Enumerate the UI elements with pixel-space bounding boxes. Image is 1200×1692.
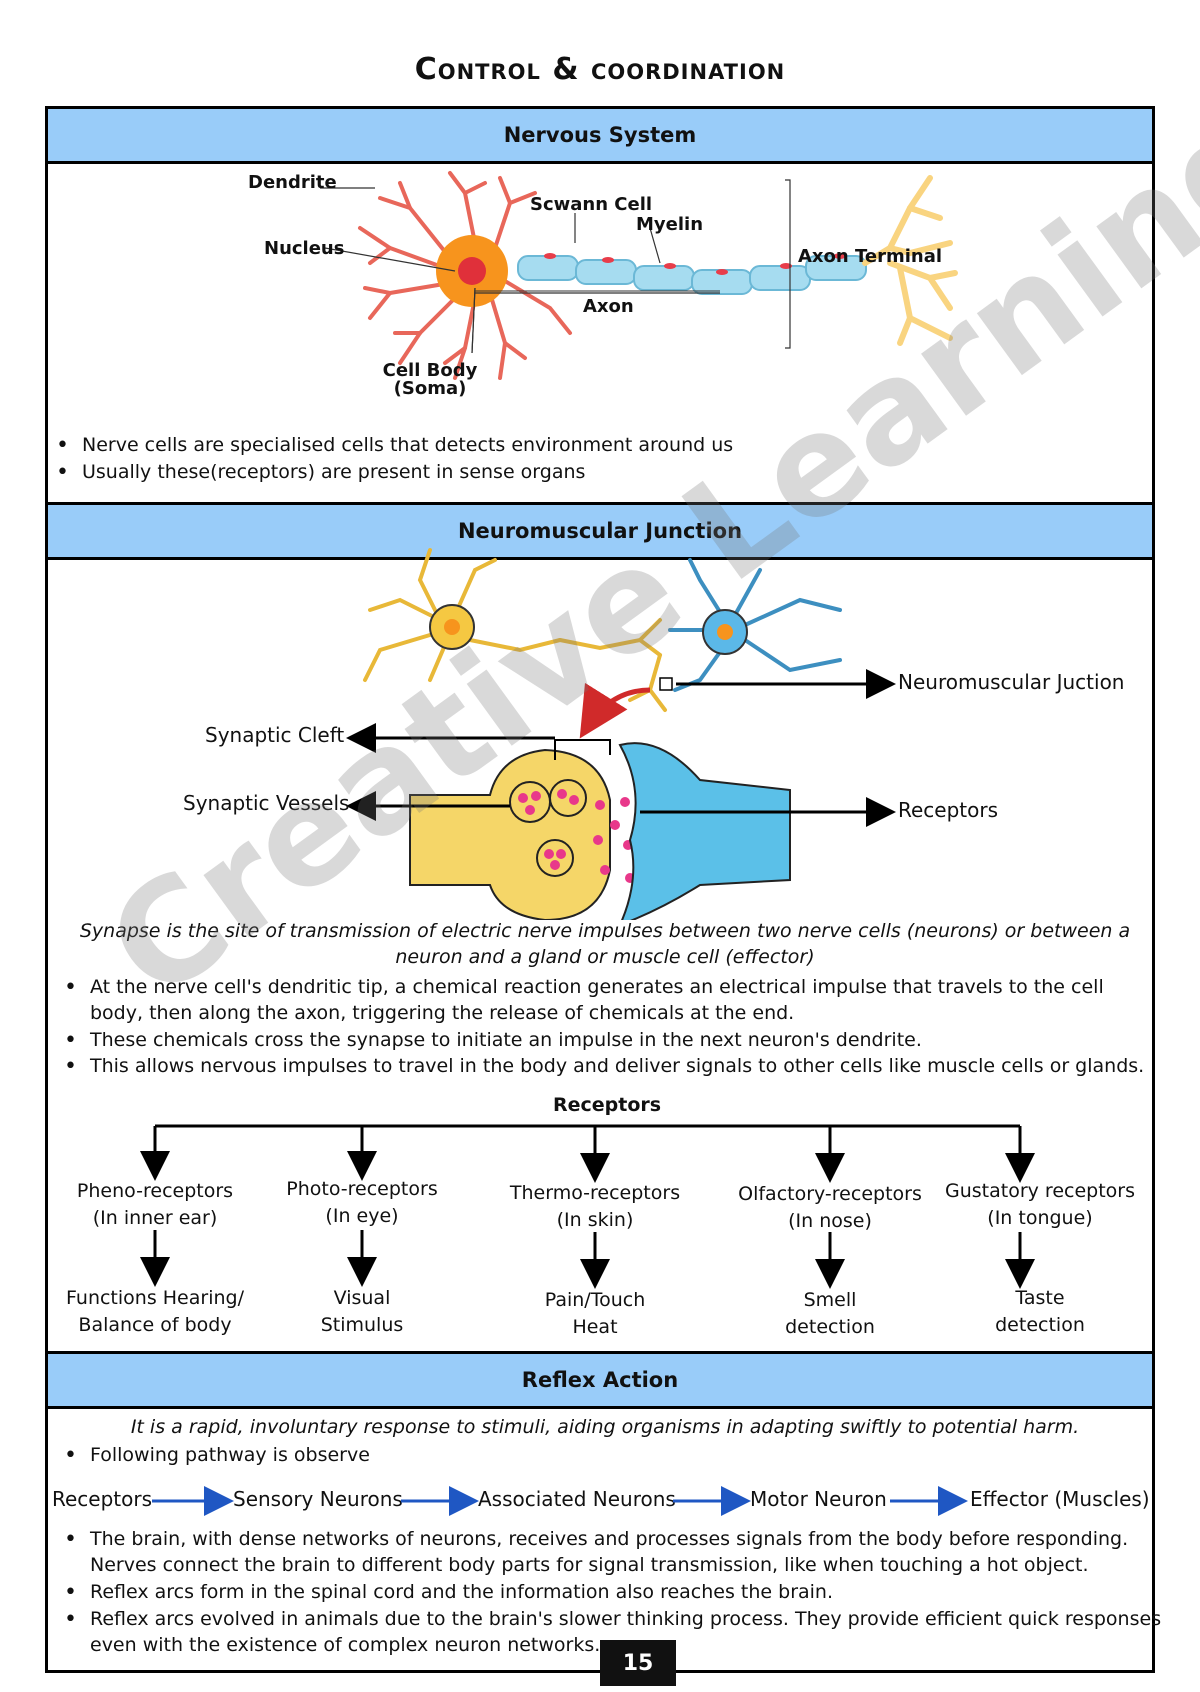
label-axon: Axon [583,296,634,317]
reflex-bullet-1: The brain, with dense networks of neuron… [64,1526,1128,1553]
pathway-effector: Effector (Muscles) [970,1487,1150,1511]
page-title: Control & coordination [414,52,786,87]
reflex-bullet-3: Reflex arcs evolved in animals due to th… [64,1606,1161,1633]
label-nucleus: Nucleus [264,238,345,259]
nmj-bullet-1-cont: body, then along the axon, triggering th… [90,1002,795,1024]
reflex-header: Reflex Action [45,1351,1155,1409]
receptor-pheno-location: (In inner ear) [92,1207,218,1229]
pathway-sensory-neurons: Sensory Neurons [233,1487,403,1511]
reflex-header-text: Reflex Action [521,1368,679,1392]
reflex-bullet-1-cont: Nerves connect the brain to different bo… [90,1554,1089,1576]
receptor-gustatory-function-2: detection [995,1314,1085,1336]
receptor-photo-function-2: Stimulus [320,1314,404,1336]
pathway-associated-neurons: Associated Neurons [478,1487,676,1511]
pathway-arrows [152,1486,968,1516]
synapse-definition-line2: neuron and a gland or muscle cell (effec… [395,946,815,968]
receptor-gustatory-function-1: Taste [1015,1287,1065,1309]
label-synaptic-vessels: Synaptic Vessels [183,791,350,815]
receptor-photo-location: (In eye) [325,1205,399,1227]
nmj-bullet-1: At the nerve cell's dendritic tip, a che… [64,974,1104,1001]
nmj-header-text: Neuromuscular Junction [457,519,743,543]
receptors-chart-title: Receptors [553,1094,662,1116]
receptor-pheno-function-1: Functions Hearing/ [66,1287,244,1309]
receptor-olfactory-function-2: detection [785,1316,875,1338]
pathway-receptors: Receptors [52,1487,153,1511]
receptor-olfactory-name: Olfactory-receptors [738,1183,922,1205]
receptor-pheno-name: Pheno-receptors [76,1180,234,1202]
label-neuromuscular-junction: Neuromuscular Juction [898,670,1125,694]
label-soma: (Soma) [393,378,467,399]
receptor-thermo-function-1: Pain/Touch [544,1289,646,1311]
label-synaptic-cleft: Synaptic Cleft [205,723,345,747]
pathway-motor-neuron: Motor Neuron [750,1487,887,1511]
yellow-neuron [363,548,667,712]
nervous-system-header: Nervous System [45,106,1155,164]
receptor-gustatory-name: Gustatory receptors [945,1180,1135,1202]
label-receptors: Receptors [898,798,999,822]
receptor-olfactory-function-1: Smell [803,1289,857,1311]
nmj-bullet-2: These chemicals cross the synapse to ini… [64,1027,922,1054]
reflex-definition: It is a rapid, involuntary response to s… [130,1416,1080,1438]
synapse-definition-line1: Synapse is the site of transmission of e… [79,920,1131,942]
nervous-system-header-text: Nervous System [503,123,697,147]
nucleus-shape [458,257,486,285]
neuron-diagram [320,171,958,380]
neuromuscular-diagram [346,548,896,920]
page-number: 15 [600,1640,676,1686]
receptors-tree-lines [140,1124,1035,1289]
reflex-pathway-intro: Following pathway is observe [64,1442,370,1469]
receptor-photo-name: Photo-receptors [286,1178,438,1200]
receptor-thermo-function-2: Heat [572,1316,618,1338]
label-scwann-cell: Scwann Cell [530,194,653,215]
label-myelin: Myelin [636,214,704,235]
reflex-bullet-2: Reflex arcs form in the spinal cord and … [64,1579,833,1606]
label-cell-body: Cell Body [382,360,478,381]
receptor-thermo-name: Thermo-receptors [509,1182,681,1204]
reflex-bullet-3-cont: even with the existence of complex neuro… [90,1634,601,1656]
nmj-bullet-3: This allows nervous impulses to travel i… [64,1053,1144,1080]
receptor-olfactory-location: (In nose) [788,1210,872,1232]
nmj-header: Neuromuscular Junction [45,502,1155,560]
receptor-pheno-function-2: Balance of body [78,1314,232,1336]
blue-neuron [668,558,842,692]
nervous-bullet-2: Usually these(receptors) are present in … [56,459,585,486]
presynaptic-terminal [409,748,611,920]
label-dendrite: Dendrite [248,172,337,193]
receptor-gustatory-location: (In tongue) [987,1207,1093,1229]
receptor-thermo-location: (In skin) [556,1209,634,1231]
receptor-photo-function-1: Visual [333,1287,391,1309]
postsynaptic-muscle [618,742,791,920]
label-axon-terminal: Axon Terminal [798,246,943,267]
nervous-bullet-1: Nerve cells are specialised cells that d… [56,432,733,459]
